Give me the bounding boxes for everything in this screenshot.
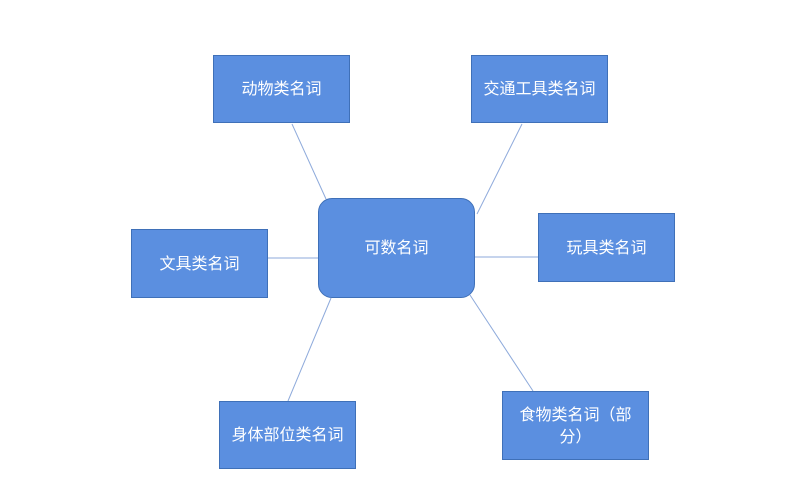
- node-animal-nouns: 动物类名词: [213, 55, 350, 123]
- connector-animal: [291, 123, 327, 200]
- connector-transport: [476, 123, 523, 215]
- node-toy-nouns: 玩具类名词: [538, 213, 675, 282]
- connector-food: [469, 294, 534, 392]
- connector-body: [287, 297, 332, 402]
- node-stationery-nouns: 文具类名词: [131, 229, 268, 298]
- center-node-countable-nouns: 可数名词: [318, 198, 475, 298]
- node-food-nouns: 食物类名词（部分）: [502, 391, 649, 460]
- node-transport-nouns: 交通工具类名词: [471, 55, 608, 123]
- node-body-part-nouns: 身体部位类名词: [219, 401, 356, 469]
